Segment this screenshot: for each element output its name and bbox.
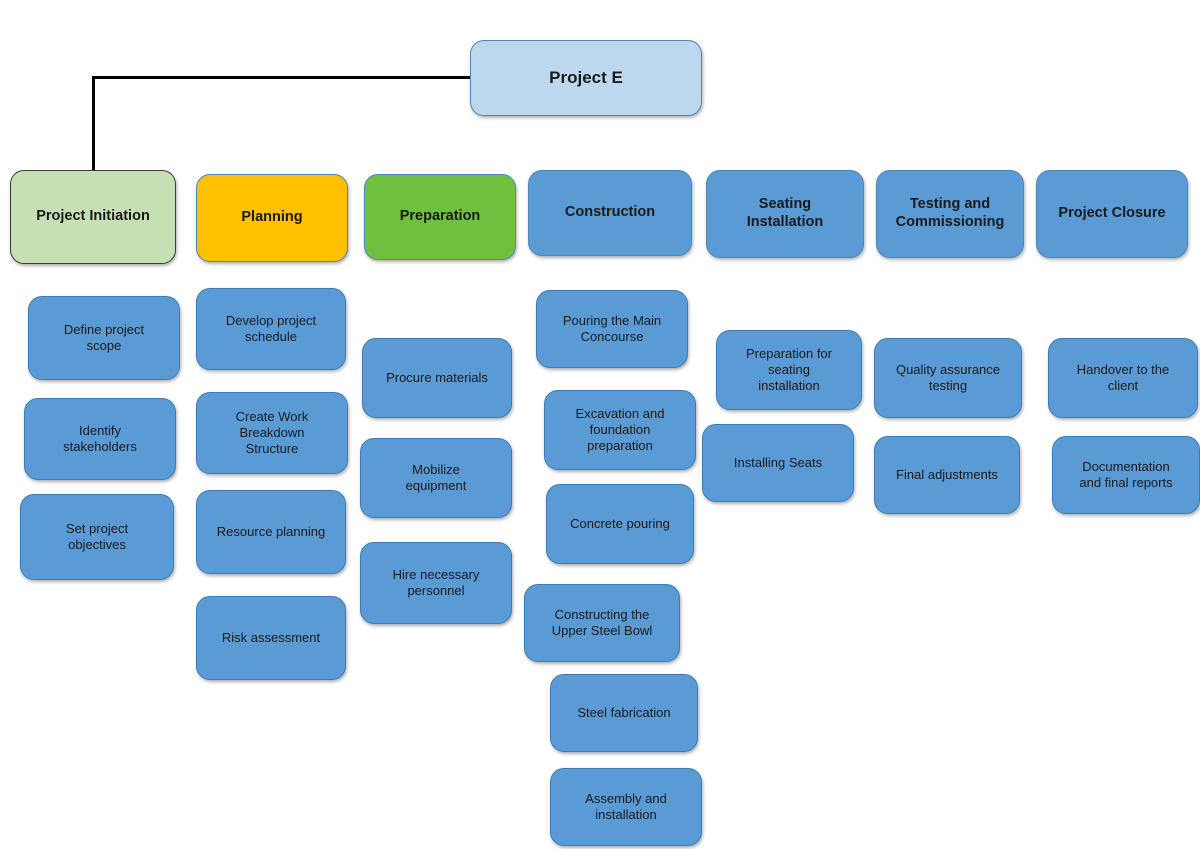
task-node-create-work-breakdown-structure[interactable]: Create Work Breakdown Structure: [196, 392, 348, 474]
task-node-risk-assessment[interactable]: Risk assessment: [196, 596, 346, 680]
task-node-set-project-objectives[interactable]: Set project objectives: [20, 494, 174, 580]
task-node-mobilize-equipment[interactable]: Mobilize equipment: [360, 438, 512, 518]
task-node-identify-stakeholders[interactable]: Identify stakeholders: [24, 398, 176, 480]
task-node-develop-project-schedule[interactable]: Develop project schedule: [196, 288, 346, 370]
phase-node-construction[interactable]: Construction: [528, 170, 692, 256]
root-node-project-e[interactable]: Project E: [470, 40, 702, 116]
task-node-hire-necessary-personnel[interactable]: Hire necessary personnel: [360, 542, 512, 624]
task-node-quality-assurance-testing[interactable]: Quality assurance testing: [874, 338, 1022, 418]
phase-node-preparation[interactable]: Preparation: [364, 174, 516, 260]
task-node-pouring-the-main-concourse[interactable]: Pouring the Main Concourse: [536, 290, 688, 368]
task-node-concrete-pouring[interactable]: Concrete pouring: [546, 484, 694, 564]
phase-node-planning[interactable]: Planning: [196, 174, 348, 262]
task-node-procure-materials[interactable]: Procure materials: [362, 338, 512, 418]
connector-horizontal-segment: [92, 76, 472, 79]
task-node-assembly-and-installation[interactable]: Assembly and installation: [550, 768, 702, 846]
task-node-resource-planning[interactable]: Resource planning: [196, 490, 346, 574]
phase-node-project-initiation[interactable]: Project Initiation: [10, 170, 176, 264]
task-node-preparation-for-seating-installation[interactable]: Preparation for seating installation: [716, 330, 862, 410]
phase-node-project-closure[interactable]: Project Closure: [1036, 170, 1188, 258]
task-node-steel-fabrication[interactable]: Steel fabrication: [550, 674, 698, 752]
phase-node-testing-and-commissioning[interactable]: Testing and Commissioning: [876, 170, 1024, 258]
phase-node-seating-installation[interactable]: Seating Installation: [706, 170, 864, 258]
task-node-documentation-and-final-reports[interactable]: Documentation and final reports: [1052, 436, 1200, 514]
task-node-constructing-the-upper-steel-bowl[interactable]: Constructing the Upper Steel Bowl: [524, 584, 680, 662]
task-node-installing-seats[interactable]: Installing Seats: [702, 424, 854, 502]
root-node-label: Project E: [549, 67, 623, 87]
task-node-excavation-and-foundation-preparation[interactable]: Excavation and foundation preparation: [544, 390, 696, 470]
task-node-handover-to-the-client[interactable]: Handover to the client: [1048, 338, 1198, 418]
task-node-final-adjustments[interactable]: Final adjustments: [874, 436, 1020, 514]
task-node-define-project-scope[interactable]: Define project scope: [28, 296, 180, 380]
connector-vertical-segment: [92, 76, 95, 172]
